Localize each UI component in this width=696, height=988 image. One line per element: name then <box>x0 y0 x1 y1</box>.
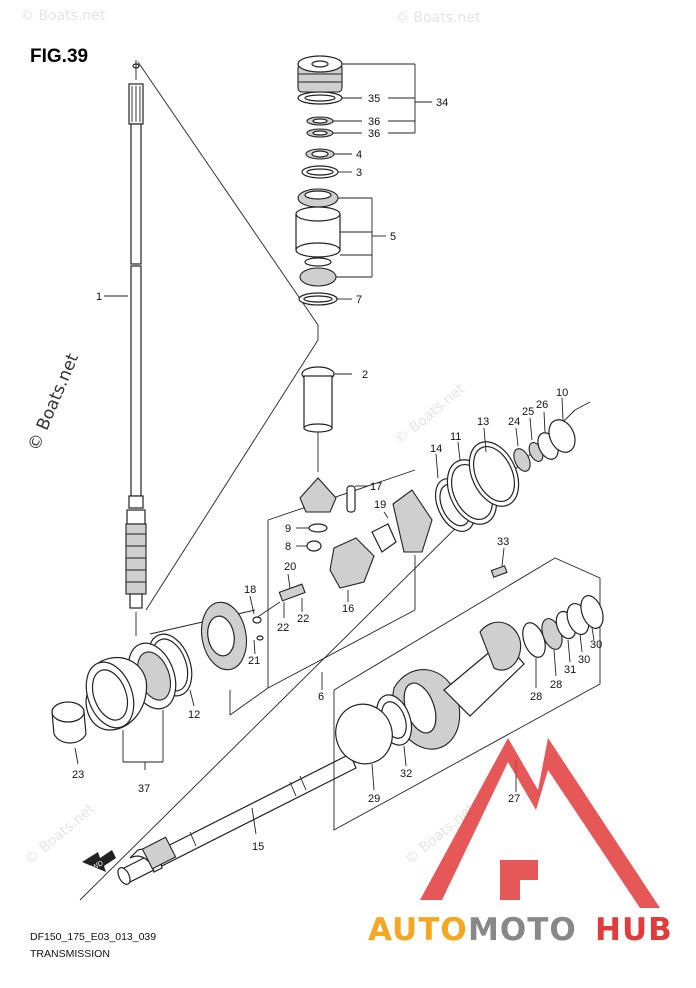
callout-2: 2 <box>362 369 368 381</box>
callout-1: 1 <box>96 291 102 303</box>
callout-28b: 28 <box>550 679 562 691</box>
sleeve <box>301 366 352 433</box>
figure-caption: TRANSMISSION <box>30 948 110 960</box>
callout-35: 35 <box>368 93 380 105</box>
callout-9: 9 <box>285 523 291 535</box>
callout-6: 6 <box>318 691 324 703</box>
faint-watermark-4: © Boats.net <box>22 801 98 868</box>
callout-25: 25 <box>522 406 534 418</box>
callout-23: 23 <box>72 769 84 781</box>
callout-27: 27 <box>508 793 520 805</box>
automotohub-logo-mark <box>420 738 660 908</box>
callout-7: 7 <box>356 294 362 306</box>
callout-4: 4 <box>356 149 362 161</box>
guide-lines <box>79 61 591 901</box>
faint-watermark-2: © Boats.net <box>395 10 481 26</box>
callout-34: 34 <box>436 97 448 109</box>
callout-8: 8 <box>285 541 291 553</box>
pinion-area <box>296 477 337 552</box>
upper-gear-stack <box>295 55 343 306</box>
callout-labels: 1 2 3 4 5 6 7 8 9 10 11 12 13 14 15 16 1… <box>72 93 602 853</box>
callout-30b: 30 <box>590 639 602 651</box>
callout-18: 18 <box>244 584 256 596</box>
carrier-group <box>333 557 604 831</box>
bearing-housing <box>51 633 195 770</box>
callout-12: 12 <box>188 709 200 721</box>
callout-31: 31 <box>564 664 576 676</box>
callout-16: 16 <box>342 603 354 615</box>
fwd-arrow: FWD <box>82 850 116 874</box>
brand-auto: AUTO <box>368 912 468 948</box>
callout-20: 20 <box>284 561 296 573</box>
front-gear <box>200 601 248 671</box>
callout-37: 37 <box>138 783 150 795</box>
callout-21: 21 <box>248 655 260 667</box>
callout-3: 3 <box>356 167 362 179</box>
brand-moto: MOTO <box>468 912 577 948</box>
callout-33: 33 <box>497 536 509 548</box>
callout-29: 29 <box>368 793 380 805</box>
figure-title: FIG.39 <box>30 46 88 67</box>
callout-30a: 30 <box>578 654 590 666</box>
upper-leaders <box>333 63 432 300</box>
callout-36a: 36 <box>368 116 380 128</box>
callout-15: 15 <box>252 841 264 853</box>
boats-net-watermark: © Boats.net <box>24 350 83 454</box>
faint-watermark-1: © Boats.net <box>20 8 106 24</box>
figure-code: DF150_175_E03_013_039 <box>30 931 156 943</box>
callout-22a: 22 <box>277 622 289 634</box>
callout-26: 26 <box>536 399 548 411</box>
callout-10: 10 <box>556 387 568 399</box>
callout-32: 32 <box>400 768 412 780</box>
callout-14: 14 <box>430 443 442 455</box>
drive-shaft <box>125 60 147 636</box>
callout-28a: 28 <box>530 691 542 703</box>
callout-5: 5 <box>390 231 396 243</box>
callout-13: 13 <box>477 416 489 428</box>
shift-parts <box>252 485 433 655</box>
callout-22b: 22 <box>297 613 309 625</box>
brand-hub: HUB <box>595 912 673 948</box>
callout-19: 19 <box>374 499 386 511</box>
callout-24: 24 <box>508 416 520 428</box>
rear-gear-group <box>434 397 576 532</box>
propeller-shaft <box>117 753 357 885</box>
callout-17: 17 <box>370 481 382 493</box>
callout-36b: 36 <box>368 128 380 140</box>
automotohub-brand: AUTO MOTO HUB <box>368 912 673 948</box>
callout-11: 11 <box>450 431 461 443</box>
bolt <box>490 547 508 578</box>
